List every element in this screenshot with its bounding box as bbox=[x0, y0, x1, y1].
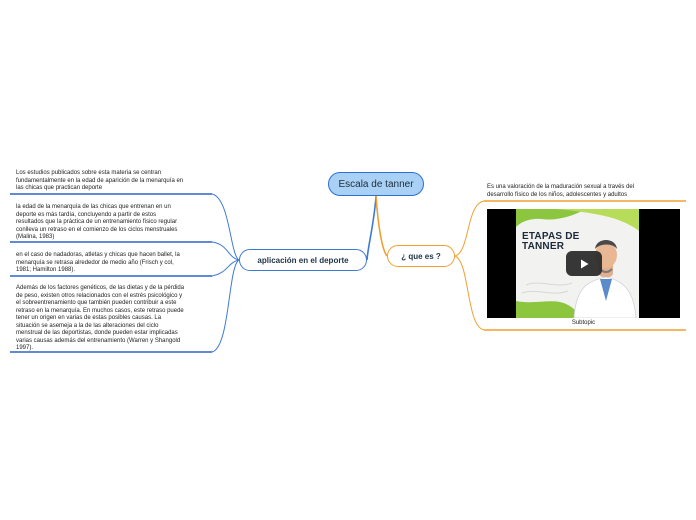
connector-right-item-2 bbox=[454, 255, 485, 331]
play-button[interactable] bbox=[566, 251, 602, 276]
thumbnail-art bbox=[516, 209, 639, 318]
main-topic-que-es[interactable]: ¿ que es ? bbox=[387, 245, 455, 267]
connector-right-item-1 bbox=[454, 200, 485, 257]
subtopic-estudios[interactable]: Los estudios publicados sobre esta mater… bbox=[16, 170, 184, 191]
video-title: ETAPAS DE TANNER bbox=[522, 231, 580, 252]
central-topic[interactable]: Escala de tanner bbox=[328, 172, 424, 196]
main-topic-aplicacion[interactable]: aplicación en el deporte bbox=[239, 249, 367, 271]
connector-left-item-1 bbox=[10, 193, 240, 261]
video-embed[interactable]: ETAPAS DE TANNER bbox=[487, 209, 680, 318]
connector-central-to-right bbox=[375, 195, 388, 257]
connector-central-to-left bbox=[366, 195, 377, 261]
subtopic-nadadoras[interactable]: en el caso de nadadoras, atletas y chica… bbox=[16, 252, 180, 273]
connector-left-item-4 bbox=[211, 259, 240, 353]
subtopic-edad-menarquia[interactable]: la edad de la menarquía de las chicas qu… bbox=[16, 204, 178, 240]
subtopic-video-label[interactable]: Subtopic bbox=[571, 320, 596, 326]
connector-left-item-2 bbox=[211, 241, 240, 261]
connector-left-item-3 bbox=[211, 259, 240, 277]
play-icon bbox=[581, 259, 589, 268]
subtopic-valoracion[interactable]: Es una valoración de la maduración sexua… bbox=[487, 184, 635, 198]
subtopic-factores-geneticos[interactable]: Además de los factores genéticos, de las… bbox=[16, 285, 185, 351]
